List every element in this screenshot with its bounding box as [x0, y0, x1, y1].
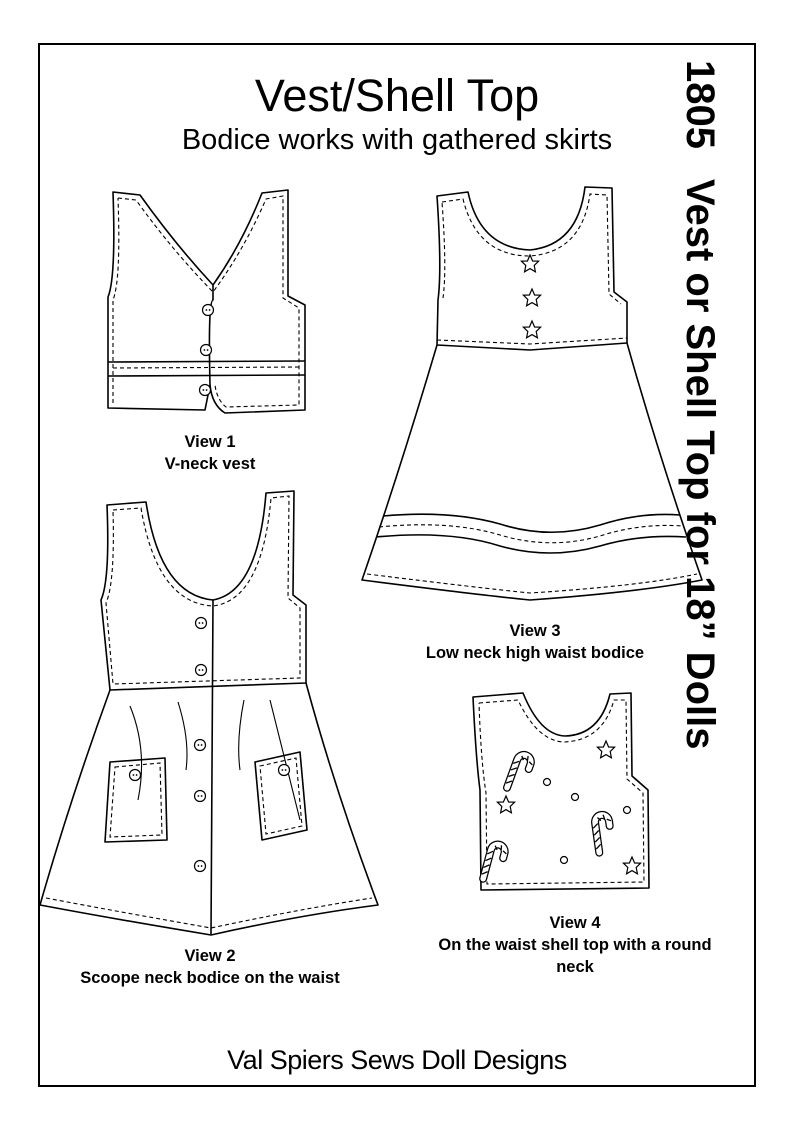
view-4-shell-top-drawing — [472, 692, 650, 891]
view-3-description: Low neck high waist bodice — [425, 644, 645, 662]
view-4-description: On the waist shell top with a round neck — [438, 936, 712, 976]
view-1-description: V-neck vest — [164, 455, 256, 473]
page-subtitle: Bodice works with gathered skirts — [181, 124, 613, 156]
brand-footer: Val Spiers Sews Doll Designs — [227, 1045, 567, 1075]
page-border — [38, 43, 756, 1087]
view-1-vest-drawing — [107, 189, 306, 414]
view-1-title: View 1 — [184, 433, 236, 451]
view-3-caption: View 3 Low neck high waist bodice — [380, 620, 690, 664]
page-title: Vest/Shell Top — [254, 70, 540, 121]
view-2-description: Scoope neck bodice on the waist — [80, 969, 340, 987]
view-2-dress-drawing — [39, 490, 379, 936]
view-3-title: View 3 — [509, 622, 561, 640]
view-4-title: View 4 — [549, 914, 601, 932]
view-2-caption: View 2 Scoope neck bodice on the waist — [30, 945, 390, 989]
view-3-dress-drawing — [361, 186, 703, 601]
view-1-caption: View 1 V-neck vest — [105, 431, 315, 475]
view-4-caption: View 4 On the waist shell top with a rou… — [430, 912, 720, 978]
view-2-title: View 2 — [184, 947, 236, 965]
